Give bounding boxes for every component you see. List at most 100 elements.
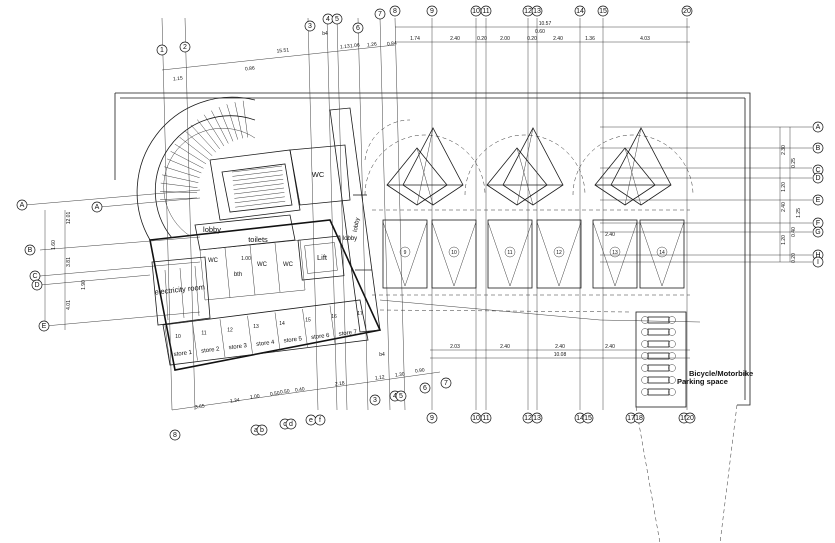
arch-bay-2 bbox=[464, 127, 586, 206]
parking-bay-1: 9 bbox=[382, 219, 428, 289]
dim-bottom-row-2: 2.40 bbox=[500, 344, 510, 350]
svg-text:C: C bbox=[32, 273, 37, 280]
grid-bubble-bottom-left-e: e bbox=[305, 414, 317, 426]
dim-bottom-b4: b4 bbox=[379, 352, 385, 358]
svg-text:17: 17 bbox=[627, 415, 635, 422]
lobby-label-left: lobby bbox=[343, 236, 357, 242]
grid-bubble-right-A: A bbox=[812, 121, 824, 133]
svg-text:3: 3 bbox=[373, 397, 377, 404]
grid-bubble-top-6: 6 bbox=[352, 22, 364, 34]
grid-bubble-top-2: 2 bbox=[179, 41, 191, 53]
svg-text:B: B bbox=[816, 145, 821, 152]
dim-right-5: 2.40 bbox=[781, 202, 787, 212]
bicycle-parking-label-2: Parking space bbox=[677, 377, 728, 386]
bath-label: bth bbox=[234, 272, 242, 278]
dim-bottom-row-1: 2.03 bbox=[450, 344, 460, 350]
bicycle-parking-label-1: Bicycle/Motorbike bbox=[689, 369, 753, 378]
dim-top-row-5: 0.20 bbox=[527, 36, 537, 42]
svg-text:A: A bbox=[816, 124, 821, 131]
parking-bay-4: 12 bbox=[536, 219, 582, 289]
svg-text:20: 20 bbox=[683, 8, 691, 15]
grid-bubble-bottom-20: 20 bbox=[684, 412, 696, 424]
electricity-room-label: electricity room bbox=[154, 282, 205, 296]
grid-bubble-bottom-left-d: d bbox=[285, 418, 297, 430]
bicycle-parking: Bicycle/Motorbike Parking space bbox=[635, 311, 753, 408]
dim-top-row-3: 0.20 bbox=[477, 36, 487, 42]
svg-text:13: 13 bbox=[533, 415, 541, 422]
svg-text:a: a bbox=[254, 427, 258, 434]
svg-text:C: C bbox=[815, 167, 820, 174]
dim-right-6: 1.20 bbox=[781, 235, 787, 245]
dim-left-5: 4.01 bbox=[66, 300, 72, 310]
dim-bottom-left-10: 0.90 bbox=[415, 367, 426, 374]
store-label-3: store 3 bbox=[228, 343, 248, 351]
grid-bubble-bottom-left-b: b bbox=[256, 424, 268, 436]
bay-number-6: 14 bbox=[659, 250, 665, 256]
grid-bubble-left-B-3: B bbox=[24, 244, 36, 256]
svg-text:18: 18 bbox=[635, 415, 643, 422]
grid-bubble-bottom-left-8: 8 bbox=[169, 429, 181, 441]
electricity-room: electricity room bbox=[151, 256, 211, 326]
svg-text:4: 4 bbox=[393, 393, 397, 400]
bike-1 bbox=[641, 316, 676, 324]
grid-bubble-top-7: 7 bbox=[374, 8, 386, 20]
dim-bottom-left-4: 0.50 bbox=[270, 390, 281, 397]
dim-right-4: 1.25 bbox=[796, 208, 802, 218]
store-number-8: 17 bbox=[357, 311, 363, 317]
dim-top-row-4: 2.00 bbox=[500, 36, 510, 42]
grid-bubble-bottom-mid-6: 6 bbox=[419, 382, 431, 394]
parking-bay-5: 13 bbox=[592, 219, 638, 289]
dim-bottom-row-4: 2.40 bbox=[605, 344, 615, 350]
dim-right-8: 0.40 bbox=[791, 227, 797, 237]
svg-text:5: 5 bbox=[335, 16, 339, 23]
grid-bubble-bottom-9: 9 bbox=[426, 412, 438, 424]
lobby-label-right: lobby bbox=[353, 217, 361, 232]
toilets-label: toilets bbox=[248, 235, 268, 244]
grid-bubble-top-3: 3 bbox=[304, 20, 316, 32]
svg-text:7: 7 bbox=[444, 380, 448, 387]
dim-left-1: 12.01 bbox=[66, 212, 72, 225]
svg-text:H: H bbox=[815, 252, 820, 259]
store-number-2: 11 bbox=[201, 331, 206, 337]
arch-bay-3 bbox=[572, 127, 694, 206]
svg-text:14: 14 bbox=[576, 415, 584, 422]
svg-text:9: 9 bbox=[430, 8, 434, 15]
dim-bottom-left-9: 1.30 bbox=[395, 371, 406, 378]
dim-top-b4: b4 bbox=[322, 31, 328, 37]
store-label-7: store 7 bbox=[338, 329, 358, 337]
building-outline bbox=[114, 92, 751, 406]
svg-text:11: 11 bbox=[482, 8, 489, 15]
dim-bottom-row-3: 2.40 bbox=[555, 344, 565, 350]
store-label-4: store 4 bbox=[256, 340, 276, 348]
svg-text:4: 4 bbox=[326, 16, 330, 23]
store-label-6: store 6 bbox=[311, 333, 331, 341]
small-area-label: 1.00 bbox=[241, 256, 251, 262]
store-label-2: store 2 bbox=[201, 346, 221, 354]
grid-lines bbox=[24, 17, 812, 411]
grid-bubble-right-C: C bbox=[812, 164, 824, 176]
svg-text:d: d bbox=[289, 421, 293, 428]
svg-text:B: B bbox=[28, 247, 33, 254]
svg-text:19: 19 bbox=[680, 415, 688, 422]
svg-text:10: 10 bbox=[472, 415, 480, 422]
store-label-5: store 5 bbox=[283, 336, 303, 344]
grid-bubble-top-20: 20 bbox=[681, 5, 693, 17]
svg-text:15: 15 bbox=[599, 8, 607, 15]
svg-text:15: 15 bbox=[584, 415, 592, 422]
dim-top-near-4: 0.84 bbox=[387, 40, 398, 47]
svg-text:10: 10 bbox=[472, 8, 480, 15]
dim-top-row-6: 2.40 bbox=[553, 36, 563, 42]
grid-bubble-left-D-5: D bbox=[31, 279, 43, 291]
dim-right-7: 0.20 bbox=[791, 253, 797, 263]
grid-bubble-top-1: 1 bbox=[156, 44, 168, 56]
parking-bay-2: 10 bbox=[431, 219, 477, 289]
dim-top-left-1: 1.15 bbox=[173, 75, 184, 82]
grid-bubble-bottom-15: 15 bbox=[582, 412, 594, 424]
spiral-ramp bbox=[136, 96, 256, 241]
grid-bubble-top-11: 11 bbox=[480, 5, 492, 17]
grid-bubble-top-12: 12 bbox=[522, 5, 534, 17]
dim-top-row-1: 1.74 bbox=[410, 36, 420, 42]
store-number-1: 10 bbox=[175, 334, 181, 340]
